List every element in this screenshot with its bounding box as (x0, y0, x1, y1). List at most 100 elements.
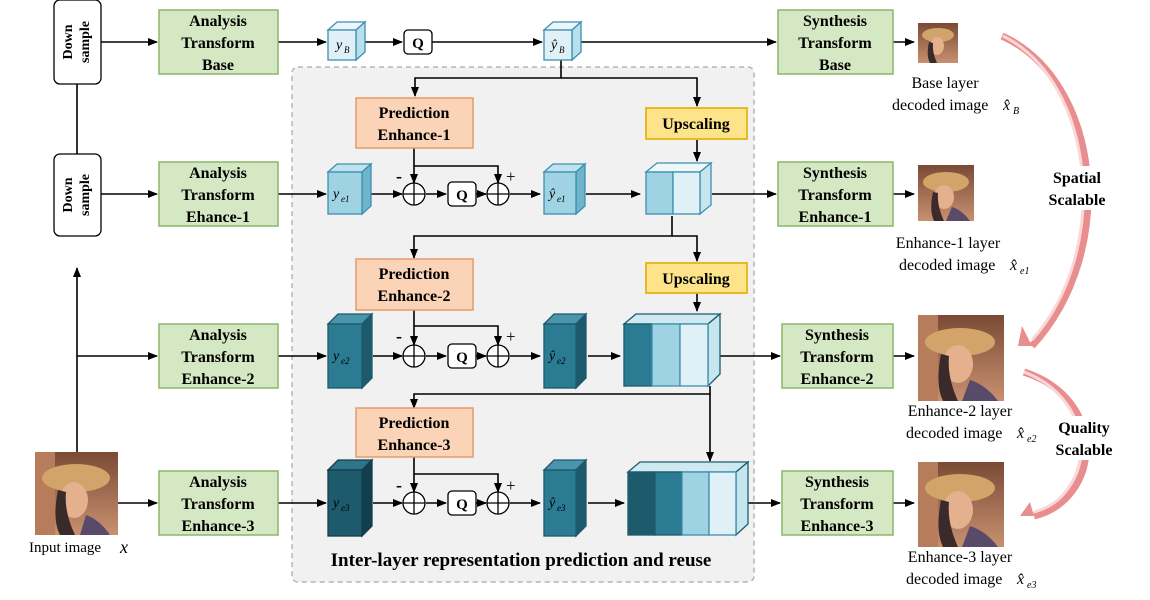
svg-text:Transform: Transform (181, 187, 255, 204)
svg-text:Enhance-1 layer: Enhance-1 layer (896, 235, 1001, 252)
latent-ye2-cube: y e2 (326, 312, 374, 390)
svg-text:B: B (1013, 106, 1019, 117)
svg-text:Scalable: Scalable (1056, 442, 1113, 459)
svg-text:Transform: Transform (798, 187, 872, 204)
svg-text:Prediction: Prediction (379, 415, 450, 432)
svg-text:Synthesis: Synthesis (803, 13, 867, 30)
feature-stack-e1 (644, 161, 713, 216)
analysis-transform-enhance-2: Analysis Transform Enhance-2 (158, 323, 279, 389)
svg-text:decoded image: decoded image (892, 97, 988, 114)
svg-text:e3: e3 (1027, 580, 1036, 591)
subtract-node-e3 (402, 491, 426, 515)
svg-text:Enhance-2 layer: Enhance-2 layer (908, 403, 1013, 420)
latent-yhat-e2-cube: ŷ e2 (542, 312, 588, 390)
svg-text:y: y (334, 38, 343, 53)
svg-text:Transform: Transform (798, 35, 872, 52)
svg-text:Prediction: Prediction (379, 105, 450, 122)
svg-text:decoded image: decoded image (899, 257, 995, 274)
upscaling-box-2: Upscaling (645, 262, 748, 294)
spatial-scalable-label: Spatial Scalable (1040, 166, 1114, 210)
input-image (35, 452, 118, 535)
decoded-image-base (918, 23, 958, 63)
svg-text:Input image: Input image (29, 540, 101, 556)
svg-text:Upscaling: Upscaling (662, 116, 730, 133)
svg-text:Analysis: Analysis (189, 13, 247, 30)
svg-text:ŷ: ŷ (547, 187, 556, 202)
add-node-e2 (486, 344, 510, 368)
quantizer-e3: Q (447, 490, 477, 516)
svg-text:e2: e2 (557, 356, 566, 366)
svg-text:y: y (331, 349, 340, 364)
connections (73, 38, 915, 507)
synthesis-transform-enhance-2: Synthesis Transform Enhance-2 (781, 323, 894, 389)
svg-text:decoded image: decoded image (906, 425, 1002, 442)
latent-yB-cube: y B (326, 20, 367, 62)
svg-text:Transform: Transform (800, 496, 874, 513)
plus-sign-e2: + (506, 327, 516, 346)
svg-text:sample: sample (78, 21, 93, 63)
svg-text:Quality: Quality (1058, 420, 1110, 437)
svg-text:e1: e1 (1020, 266, 1029, 277)
decoded-label-e3: Enhance-3 layer decoded image x̂ e3 (906, 549, 1036, 591)
svg-text:Down: Down (61, 177, 76, 212)
prediction-enhance-3: Prediction Enhance-3 (355, 407, 474, 458)
svg-text:Synthesis: Synthesis (803, 165, 867, 182)
svg-text:e1: e1 (341, 194, 350, 204)
svg-text:Transform: Transform (181, 349, 255, 366)
add-node-e3 (486, 491, 510, 515)
svg-text:x: x (119, 537, 128, 557)
svg-text:Q: Q (456, 188, 468, 204)
add-node-e1 (486, 182, 510, 206)
prediction-enhance-2: Prediction Enhance-2 (355, 258, 474, 311)
svg-text:Transform: Transform (800, 349, 874, 366)
svg-text:x̂: x̂ (1009, 257, 1017, 274)
svg-text:e2: e2 (1027, 434, 1036, 445)
inter-layer-caption: Inter-layer representation prediction an… (331, 550, 712, 571)
quantizer-base: Q (403, 29, 433, 55)
svg-text:x̂: x̂ (1016, 425, 1024, 442)
prediction-enhance-1: Prediction Enhance-1 (355, 97, 474, 149)
decoded-label-e2: Enhance-2 layer decoded image x̂ e2 (906, 403, 1036, 445)
plus-sign-e1: + (506, 167, 516, 186)
svg-text:Ehance-1: Ehance-1 (186, 209, 250, 226)
svg-text:Enhance-3: Enhance-3 (378, 437, 451, 454)
svg-text:x̂: x̂ (1002, 97, 1010, 114)
feature-stack-e2 (622, 312, 722, 388)
svg-text:e3: e3 (557, 503, 566, 513)
quality-scalable-label: Quality Scalable (1046, 416, 1122, 460)
svg-text:B: B (344, 45, 350, 55)
svg-text:Transform: Transform (181, 496, 255, 513)
latent-yhat-e1-cube: ŷ e1 (542, 162, 587, 216)
svg-text:Enhance-1: Enhance-1 (378, 127, 451, 144)
svg-text:Enhance-3 layer: Enhance-3 layer (908, 549, 1013, 566)
decoded-image-e1 (918, 165, 974, 221)
synthesis-transform-enhance-3: Synthesis Transform Enhance-3 (781, 470, 894, 536)
feature-stack-e3 (626, 460, 750, 537)
latent-yhat-e3-cube: ŷ e3 (542, 458, 588, 538)
svg-text:y: y (331, 187, 340, 202)
down-sample-box-1: Down sample (53, 0, 102, 85)
subtract-node-e1 (402, 182, 426, 206)
svg-text:e3: e3 (341, 503, 350, 513)
svg-text:x̂: x̂ (1016, 571, 1024, 588)
svg-text:Spatial: Spatial (1053, 170, 1102, 187)
svg-text:ŷ: ŷ (547, 496, 556, 511)
plus-sign-e3: + (506, 476, 516, 495)
sign-labels: - + - + - + (396, 166, 516, 495)
svg-text:Q: Q (456, 497, 468, 513)
svg-text:y: y (331, 496, 340, 511)
analysis-transform-enhance-3: Analysis Transform Enhance-3 (158, 470, 279, 536)
svg-text:Synthesis: Synthesis (805, 474, 869, 491)
analysis-transform-enhance-1: Analysis Transform Ehance-1 (158, 161, 279, 227)
svg-text:Down: Down (61, 24, 76, 59)
svg-text:decoded image: decoded image (906, 571, 1002, 588)
svg-text:Analysis: Analysis (189, 165, 247, 182)
decoded-label-e1: Enhance-1 layer decoded image x̂ e1 (896, 235, 1030, 277)
svg-text:Base: Base (819, 57, 851, 74)
svg-text:sample: sample (78, 174, 93, 216)
svg-text:Upscaling: Upscaling (662, 271, 730, 288)
svg-text:Enhance-3: Enhance-3 (182, 518, 255, 535)
down-sample-box-2: Down sample (53, 153, 102, 237)
minus-sign-e2: - (396, 326, 402, 346)
svg-text:Enhance-2: Enhance-2 (378, 288, 451, 305)
